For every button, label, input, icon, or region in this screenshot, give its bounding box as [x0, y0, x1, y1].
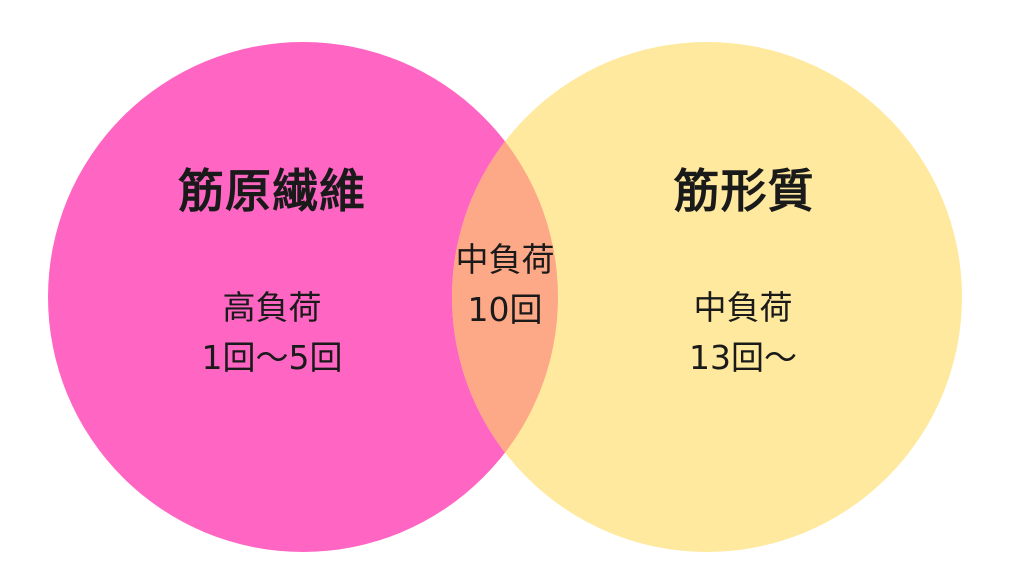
left-reps: 1回〜5回 [201, 338, 343, 377]
left-details: 高負荷 1回〜5回 [180, 283, 364, 383]
right-circle [452, 42, 962, 552]
left-load: 高負荷 [222, 288, 322, 327]
right-title: 筋形質 [673, 164, 815, 218]
overlap-reps: 10回 [467, 290, 543, 329]
right-reps: 13回〜 [689, 338, 797, 377]
right-details: 中負荷 13回〜 [668, 283, 818, 383]
left-title: 筋原繊維 [178, 164, 366, 218]
left-circle [48, 42, 558, 552]
right-load: 中負荷 [693, 288, 793, 327]
overlap-load: 中負荷 [455, 240, 555, 279]
overlap-details: 中負荷 10回 [430, 235, 580, 335]
